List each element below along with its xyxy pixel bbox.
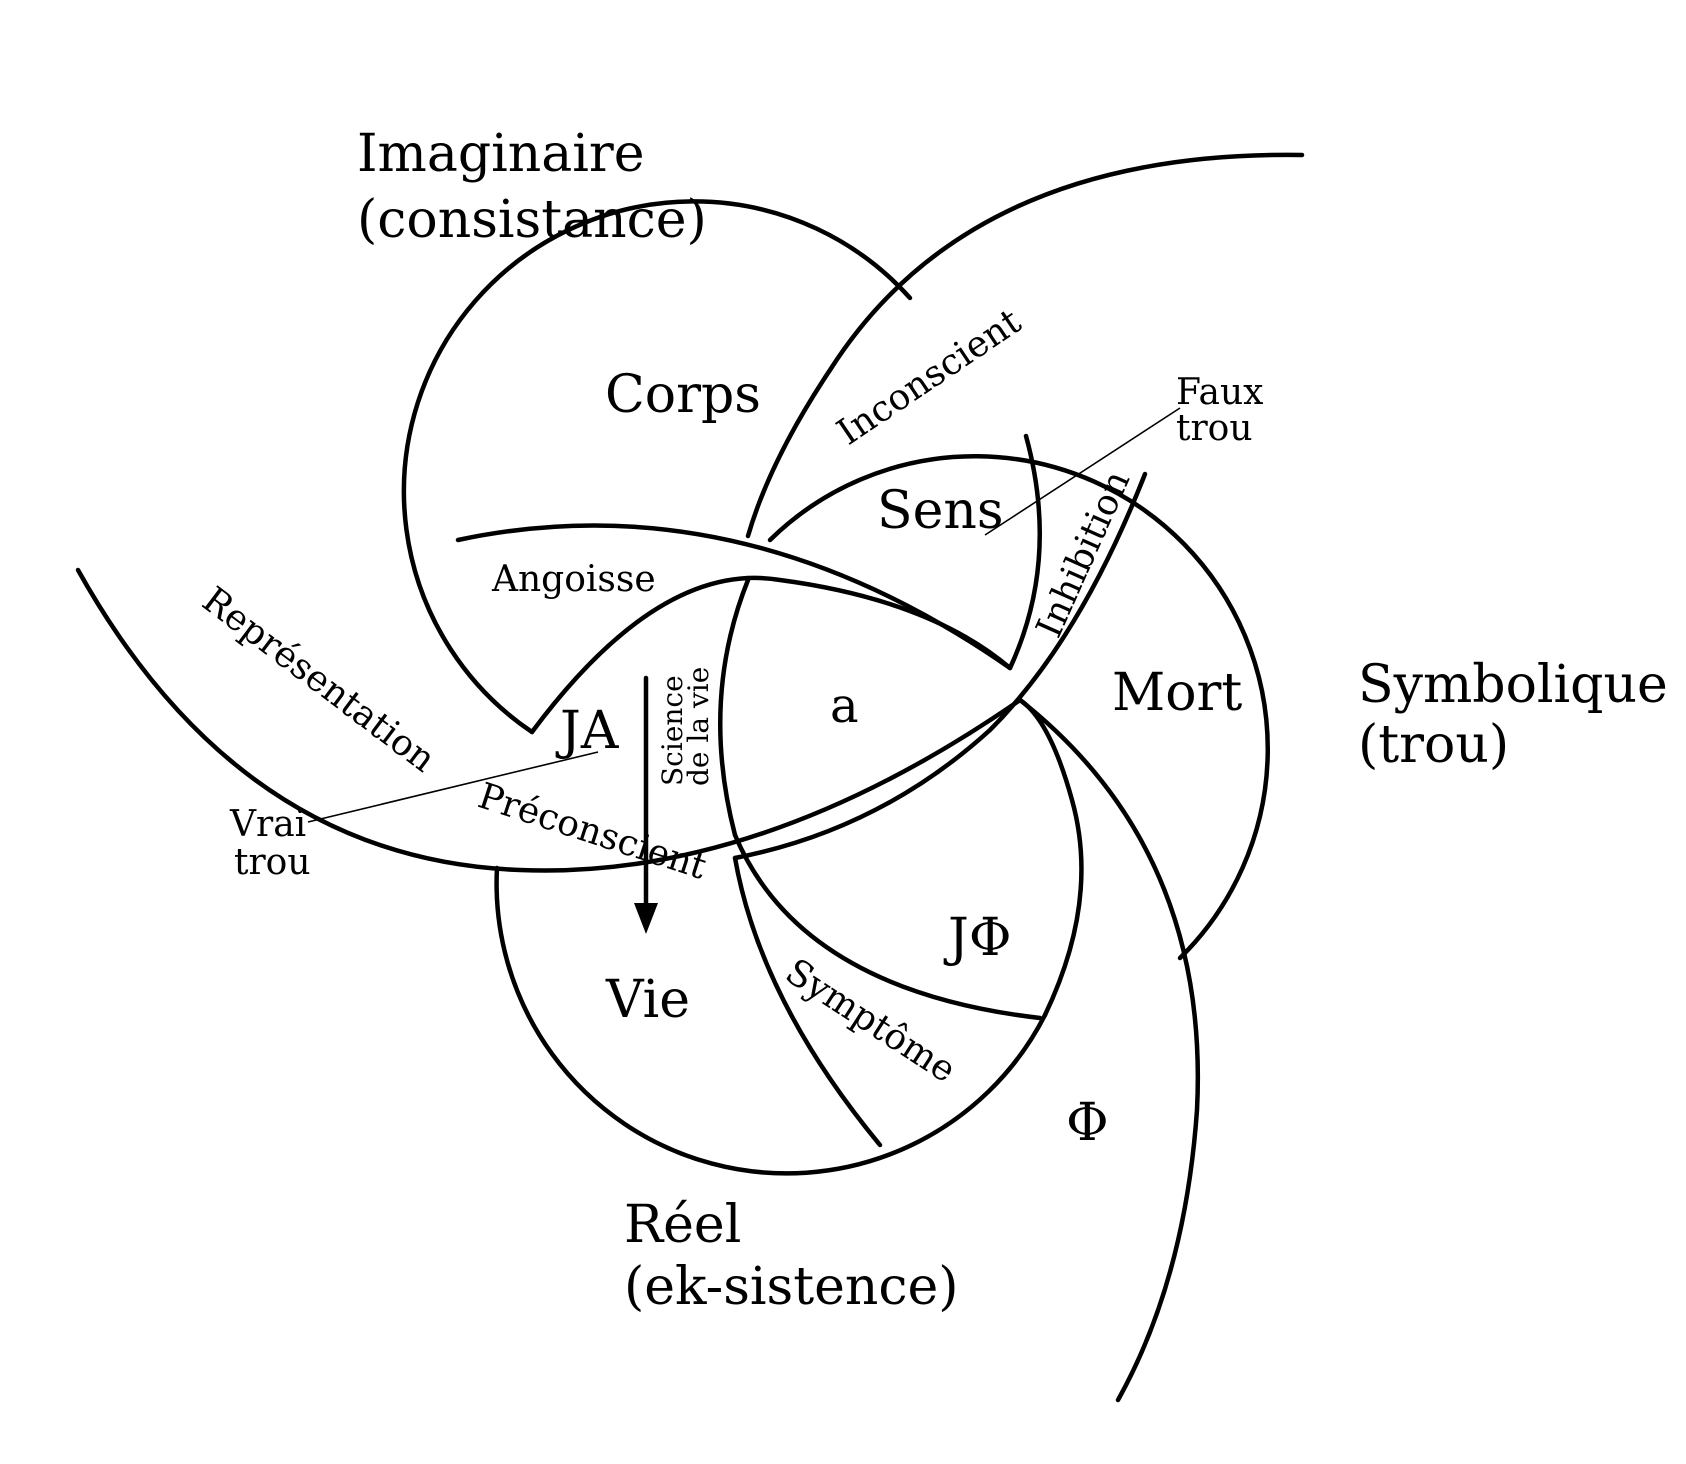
faux-trou-label: Faux	[1176, 372, 1264, 413]
symptome-vie-line	[732, 855, 883, 1148]
sens-inhibition-line	[1007, 433, 1042, 671]
representation-label: Représentation	[195, 579, 443, 780]
symbolique-ring	[767, 453, 1270, 961]
imaginaire-label: Imaginaire	[357, 124, 645, 184]
corps-label: Corps	[605, 365, 761, 425]
ja-label: JA	[555, 701, 620, 761]
reel-ring	[494, 865, 1048, 1176]
symbolique-sublabel: (trou)	[1358, 715, 1509, 775]
phi-label: Φ	[1066, 1093, 1109, 1153]
faux-trou-leader	[984, 407, 1181, 536]
science-label-line2: de la vie	[682, 667, 715, 786]
vrai-trou-label-2: trou	[234, 842, 311, 883]
inhibition-label: Inhibition	[1029, 465, 1139, 644]
faux-trou-label-2: trou	[1176, 408, 1253, 449]
a-label: a	[830, 678, 859, 734]
sens-label: Sens	[877, 481, 1004, 541]
inner-ring-imaginaire	[529, 575, 1013, 735]
reel-sublabel: (ek-sistence)	[624, 1257, 959, 1317]
science-arrow-head	[634, 903, 658, 934]
reel-ring-right	[1017, 697, 1084, 1018]
imaginaire-sublabel: (consistance)	[357, 190, 707, 250]
reel-outer-arc	[1017, 697, 1201, 1403]
vrai-trou-leader	[307, 751, 599, 823]
mort-label: Mort	[1112, 663, 1242, 723]
reel-label: Réel	[624, 1195, 741, 1255]
symbolique-label: Symbolique	[1358, 655, 1668, 715]
imaginaire-ring	[401, 199, 913, 735]
vie-label: Vie	[605, 970, 690, 1030]
jphi-label: JΦ	[943, 908, 1011, 968]
inhibition-band-line	[732, 471, 1148, 861]
angoisse-label: Angoisse	[491, 559, 656, 600]
vrai-trou-label: Vrai	[229, 804, 306, 845]
jphi-inner-arc	[732, 832, 1043, 1021]
representation-arc	[75, 567, 1023, 873]
science-label-line1: Science	[656, 675, 689, 786]
inconscient-label: Inconscient	[830, 301, 1029, 454]
symbolique-outer-arc	[745, 152, 1305, 539]
inner-ring-symbolique	[717, 577, 751, 838]
